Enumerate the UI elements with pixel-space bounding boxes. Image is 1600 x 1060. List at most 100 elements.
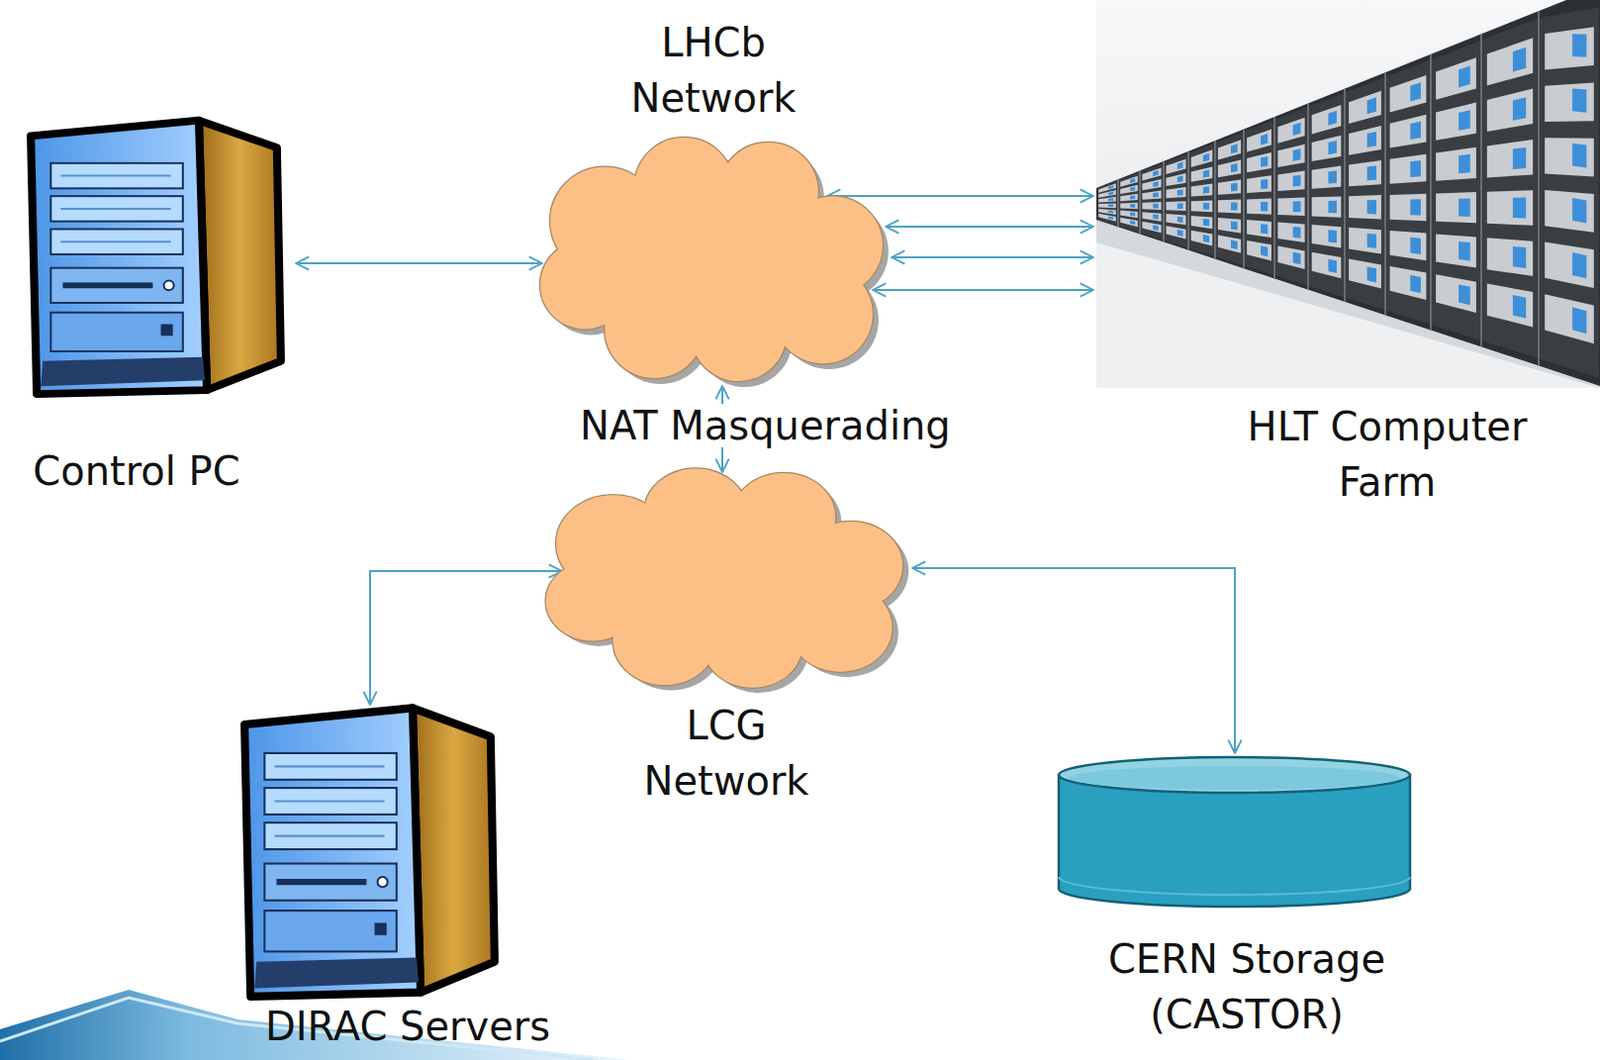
module-light	[1152, 192, 1159, 198]
case-front	[30, 120, 207, 394]
network-link	[872, 288, 1094, 291]
cloud-core	[592, 508, 862, 659]
rack-panel	[1482, 18, 1538, 359]
corner-swoosh	[0, 989, 634, 1060]
computer-icon	[244, 707, 495, 996]
module-light	[1458, 154, 1471, 174]
rack-module	[1120, 185, 1138, 194]
rack-separator	[1214, 140, 1217, 260]
rack-module	[1487, 89, 1533, 132]
module-light	[1260, 223, 1268, 234]
case-side	[198, 120, 282, 390]
rack-module	[1277, 197, 1305, 217]
module-light	[1177, 216, 1184, 223]
rack-separator	[1117, 179, 1120, 227]
drum-top	[1058, 756, 1411, 793]
rack-module	[1218, 139, 1241, 160]
server-farm-node: HLT Computer Farm	[1096, 0, 1600, 512]
cloud-core	[584, 182, 844, 350]
drive-bay-line	[60, 207, 171, 210]
module-light	[1177, 229, 1184, 237]
storage-drum	[1058, 756, 1411, 907]
module-light	[1293, 252, 1302, 265]
module-light	[1367, 131, 1377, 148]
rack-separator	[1138, 170, 1141, 234]
power-button	[161, 324, 174, 337]
module-light	[1203, 234, 1210, 243]
rack-separator	[1273, 116, 1276, 279]
rack-module	[1487, 37, 1533, 86]
rack-module	[1435, 191, 1477, 223]
module-light	[1203, 170, 1210, 179]
network-link	[891, 256, 1094, 259]
rack-module	[1166, 225, 1187, 239]
module-light	[1327, 200, 1337, 214]
module-light	[1129, 178, 1135, 184]
rack-module	[1218, 235, 1241, 254]
rack-panel	[1097, 181, 1118, 227]
drive-bay	[50, 228, 183, 254]
node-label: LHCb Network	[604, 14, 823, 126]
module-light	[1260, 156, 1268, 168]
floppy-slot	[276, 878, 367, 885]
rack-module	[1390, 193, 1427, 222]
rack-module	[1246, 129, 1272, 153]
rack-module	[1120, 202, 1138, 209]
drive-bay-line	[274, 764, 384, 767]
rack-module	[1544, 189, 1595, 233]
rack-body	[1096, 0, 1600, 386]
swoosh-streak	[0, 997, 594, 1060]
cloud-core	[592, 508, 862, 659]
module-light	[1572, 252, 1587, 279]
module-light	[1260, 133, 1268, 146]
module-light	[1203, 218, 1210, 227]
rack-separator	[1162, 161, 1165, 243]
lower-panel	[264, 910, 396, 951]
node-shape	[7, 106, 297, 503]
rack-module	[1141, 190, 1161, 200]
drive-bay	[264, 787, 396, 815]
rack-module	[1435, 57, 1477, 100]
module-light	[1177, 202, 1184, 209]
module-light	[1152, 170, 1159, 177]
case-side	[412, 707, 495, 992]
rack-separator	[1480, 33, 1483, 347]
module-light	[1230, 143, 1238, 154]
rack-module	[1141, 211, 1161, 221]
control-pc-node: Control PC	[7, 106, 297, 503]
rack-module	[1390, 114, 1427, 149]
module-light	[1512, 197, 1526, 219]
rack-module	[1348, 91, 1382, 124]
rack-module	[1098, 196, 1117, 203]
rack-module	[1348, 160, 1382, 187]
rack-module	[1166, 159, 1187, 175]
rack-panel	[1164, 153, 1188, 248]
module-light	[1129, 203, 1135, 208]
rack-module	[1487, 237, 1533, 277]
rack-module	[1348, 258, 1382, 288]
module-light	[1230, 221, 1238, 231]
module-light	[1129, 194, 1135, 199]
module-light	[1177, 176, 1184, 184]
rack-module	[1348, 125, 1382, 156]
network-link	[370, 570, 563, 705]
floppy-panel	[50, 268, 183, 303]
farm-background	[1096, 0, 1600, 388]
module-light	[1108, 191, 1114, 196]
power-light	[377, 876, 388, 887]
module-light	[1410, 237, 1421, 255]
node-label: CERN Storage (CASTOR)	[1058, 931, 1435, 1042]
module-light	[1260, 201, 1268, 212]
rack-module	[1141, 179, 1161, 190]
module-light	[1367, 233, 1377, 249]
rack-separator	[1242, 128, 1245, 269]
module-light	[1367, 166, 1377, 182]
cloud-core	[584, 182, 844, 350]
rack-module	[1312, 135, 1342, 162]
node-label: Control PC	[7, 443, 266, 499]
rack-module	[1390, 230, 1427, 261]
case-base	[40, 357, 205, 386]
module-light	[1293, 175, 1302, 188]
module-light	[1512, 47, 1526, 73]
module-light	[1293, 226, 1302, 239]
